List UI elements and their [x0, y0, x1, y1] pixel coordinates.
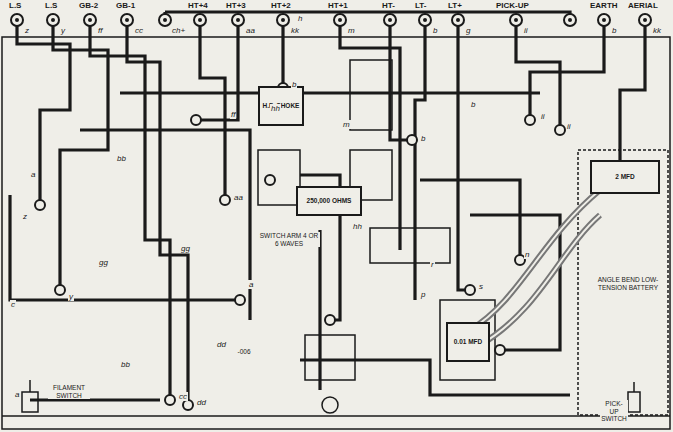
terminal-name: HT-	[381, 1, 396, 10]
wire-letter: kk	[290, 26, 300, 35]
wire-letter: a	[248, 280, 254, 289]
wire-letter: h	[297, 14, 303, 23]
terminal-name: LT+	[447, 1, 463, 10]
terminal-name: HT+2	[270, 1, 292, 10]
wire-letter: dd	[216, 340, 227, 349]
wire-letter: c	[10, 300, 16, 309]
wire-letter: b	[470, 100, 476, 109]
wire-letter: ii	[540, 112, 546, 121]
wire-letter: z	[22, 212, 28, 221]
wire-letter: m	[347, 26, 356, 35]
terminal-name: LT-	[414, 1, 427, 10]
component-label: 2 MFD	[614, 172, 636, 182]
wire-letter: gg	[98, 258, 109, 267]
wire-letter: bb	[120, 360, 131, 369]
component-box: H.F. CHOKE	[258, 86, 304, 126]
terminal-name: EARTH	[589, 1, 619, 10]
wire-letter: m	[342, 120, 351, 129]
terminal-name: PICK-UP	[495, 1, 530, 10]
wire-letter: ii	[566, 122, 572, 131]
terminal-name: L.S	[8, 1, 22, 10]
wire-letter: n	[524, 250, 530, 259]
terminal-name: AERIAL	[627, 1, 659, 10]
component-label: 250,000 OHMS	[306, 196, 353, 206]
component-label: 0.01 MFD	[453, 337, 484, 347]
component-box: 250,000 OHMS	[296, 186, 362, 216]
part-note: ANGLE BEND LOW-TENSION BATTERY	[596, 276, 660, 291]
wire-letter: b	[291, 80, 297, 89]
wire-letter: g	[465, 26, 471, 35]
wire-letter: kk	[652, 26, 662, 35]
terminal-name: HT+1	[327, 1, 349, 10]
wire-letter: dd	[196, 398, 207, 407]
wire-letter: z	[24, 26, 30, 35]
wire-letter: s	[478, 282, 484, 291]
wire-letter: ff	[97, 26, 103, 35]
wire-letter: gg	[180, 244, 191, 253]
wire-letter: aa	[245, 26, 256, 35]
part-note: FILAMENT SWITCH	[48, 384, 90, 399]
wire-letter: a	[30, 170, 36, 179]
component-box: 2 MFD	[590, 160, 660, 194]
terminal-name: GB-1	[115, 1, 136, 10]
wire-letter: a	[14, 390, 20, 399]
wire-letter: hh	[270, 104, 281, 113]
wire-letter: ff	[230, 110, 236, 119]
wire-letter: b	[420, 134, 426, 143]
wire-letter: ch+	[171, 26, 186, 35]
wire-letter: cc	[178, 392, 188, 401]
wire-letter: cc	[134, 26, 144, 35]
wire-letter: hh	[352, 222, 363, 231]
wire-letter: p	[420, 290, 426, 299]
wire-letter: b	[432, 26, 438, 35]
terminal-name: HT+3	[225, 1, 247, 10]
wire-letter: y	[60, 26, 66, 35]
wire-letter: y	[68, 292, 74, 301]
terminal-name: HT+4	[187, 1, 209, 10]
component-label: H.F. CHOKE	[262, 101, 301, 111]
wire-letter: bb	[116, 154, 127, 163]
wire-letter: aa	[233, 193, 244, 202]
wire-letter: ii	[523, 26, 529, 35]
component-box: 0.01 MFD	[446, 322, 490, 362]
part-note: PICK-UP SWITCH	[600, 400, 628, 423]
wire-letter: r	[430, 260, 435, 269]
part-note: -006	[228, 348, 260, 356]
part-note: SWITCH ARM 4 OR 6 WAVES	[258, 232, 320, 247]
terminal-name: L.S	[44, 1, 58, 10]
terminal-name: GB-2	[78, 1, 99, 10]
wire-letter: b	[611, 26, 617, 35]
